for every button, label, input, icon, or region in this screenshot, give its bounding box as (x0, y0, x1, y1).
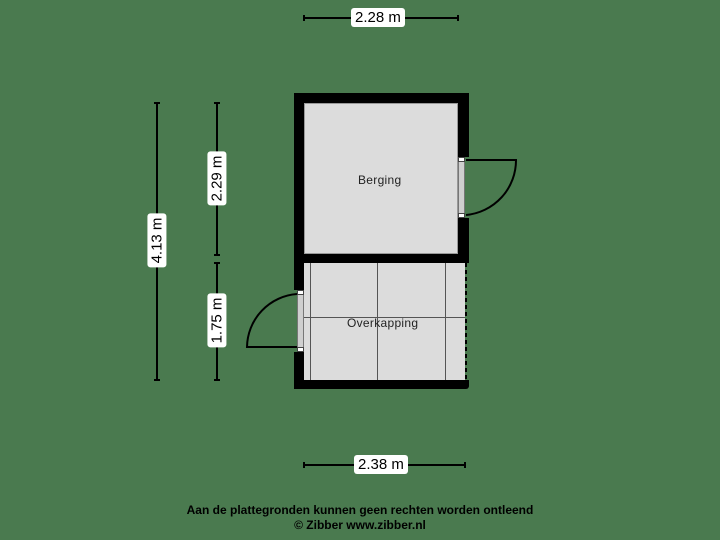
dimension-tick (214, 102, 220, 104)
door-frame (458, 157, 465, 218)
wall-bottom (294, 380, 469, 389)
dimension-label: 2.38 m (354, 455, 408, 474)
door-hinge (297, 347, 304, 352)
door-frame (297, 290, 304, 352)
roof-grid-line (304, 317, 465, 318)
door-hinge (297, 290, 304, 295)
roof-grid-line (445, 263, 446, 380)
dimension-tick (303, 15, 305, 21)
dimension-tick (214, 254, 220, 256)
room-berging (304, 103, 458, 254)
dimension-tick (457, 15, 459, 21)
wall-left-lower (294, 352, 304, 389)
roof-grid-line (377, 263, 378, 380)
dimension-tick (214, 379, 220, 381)
room-label-berging: Berging (358, 173, 402, 187)
dimension-tick (154, 102, 160, 104)
room-label-overkapping: Overkapping (347, 316, 419, 330)
wall-right-upper (458, 93, 469, 157)
disclaimer-text: Aan de plattegronden kunnen geen rechten… (186, 503, 534, 517)
room-overkapping (304, 263, 465, 380)
wall-top (294, 93, 469, 103)
dimension-label: 2.28 m (351, 8, 405, 27)
door-hinge (458, 213, 465, 218)
copyright-text: © Zibber www.zibber.nl (294, 518, 426, 532)
dimension-tick (154, 379, 160, 381)
door-hinge (458, 157, 465, 162)
wall-right-lower (458, 218, 469, 263)
dimension-tick (303, 462, 305, 468)
dimension-tick (464, 462, 466, 468)
roof-grid-line (310, 263, 311, 380)
wall-left-upper (294, 93, 304, 290)
dimension-tick (214, 262, 220, 264)
wall-divider (294, 254, 469, 263)
